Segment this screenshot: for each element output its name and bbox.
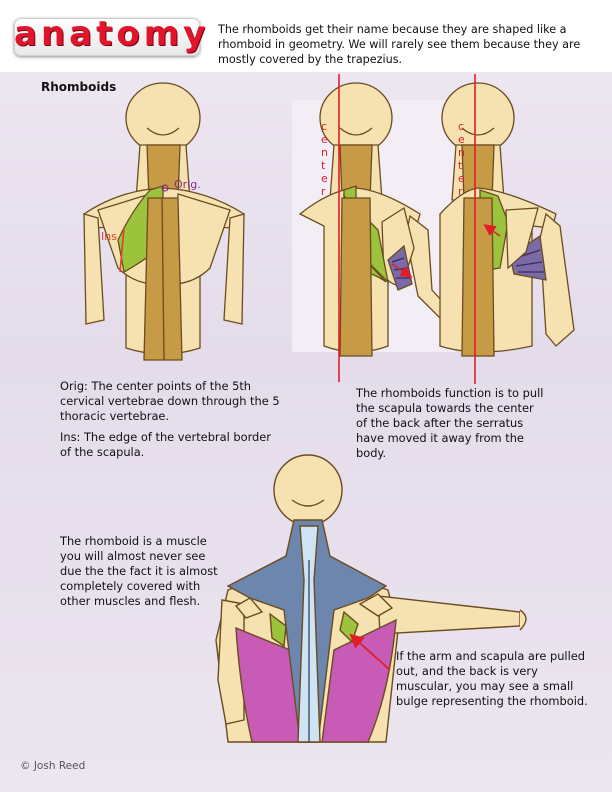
center-label: center (321, 120, 328, 198)
logo-text: anatomy (14, 14, 210, 54)
head (441, 82, 515, 154)
figure-rhomboid-left (83, 82, 245, 361)
scapula (505, 207, 539, 270)
head (273, 454, 343, 526)
center-label: center (458, 120, 465, 198)
right-latissimus (321, 618, 397, 743)
left-latissimus (235, 626, 301, 743)
section-title: Rhomboids (41, 80, 117, 94)
insertion-label: Ins. (101, 230, 121, 243)
ear-line (146, 127, 180, 136)
serratus-muscle (509, 234, 547, 281)
origin-note: Orig: The center points of the 5th cervi… (60, 379, 280, 423)
right-arm (223, 213, 245, 325)
hand (519, 609, 527, 631)
pull-arrow (391, 263, 413, 278)
right-shoulder-blade (358, 593, 394, 617)
insertion-note: Ins: The edge of the vertebral border of… (60, 430, 271, 459)
figure-rhomboid-right (439, 82, 575, 357)
extended-arm (377, 595, 521, 635)
figure-rhomboid-middle (298, 82, 454, 357)
origin-marker (161, 184, 169, 192)
ear-line (461, 127, 495, 136)
bulge-arrow (349, 633, 391, 671)
pull-arrow (483, 224, 501, 237)
spinal-column (461, 197, 495, 357)
spine-center-line (161, 197, 165, 361)
anatomy-logo: anatomy (14, 14, 205, 56)
insertion-line (119, 227, 125, 273)
figure-trapezius-back (215, 454, 527, 743)
credit: © Josh Reed (20, 760, 86, 772)
ear-line (339, 127, 373, 136)
hidden-note: The rhomboid is a muscle you will almost… (60, 534, 218, 608)
intro-text: The rhomboids get their name because the… (218, 23, 581, 66)
ear-line (291, 499, 325, 507)
right-scapula (175, 193, 231, 285)
head (125, 82, 201, 154)
left-arm (83, 213, 105, 325)
bulge-note: If the arm and scapula are pulled out, a… (396, 649, 588, 708)
rhomboid-left-peek (269, 612, 287, 648)
function-note: The rhomboids function is to pull the sc… (356, 386, 544, 460)
left-shoulder-blade (234, 597, 264, 619)
origin-label: Orig. (174, 178, 201, 191)
spinal-column (339, 197, 373, 357)
